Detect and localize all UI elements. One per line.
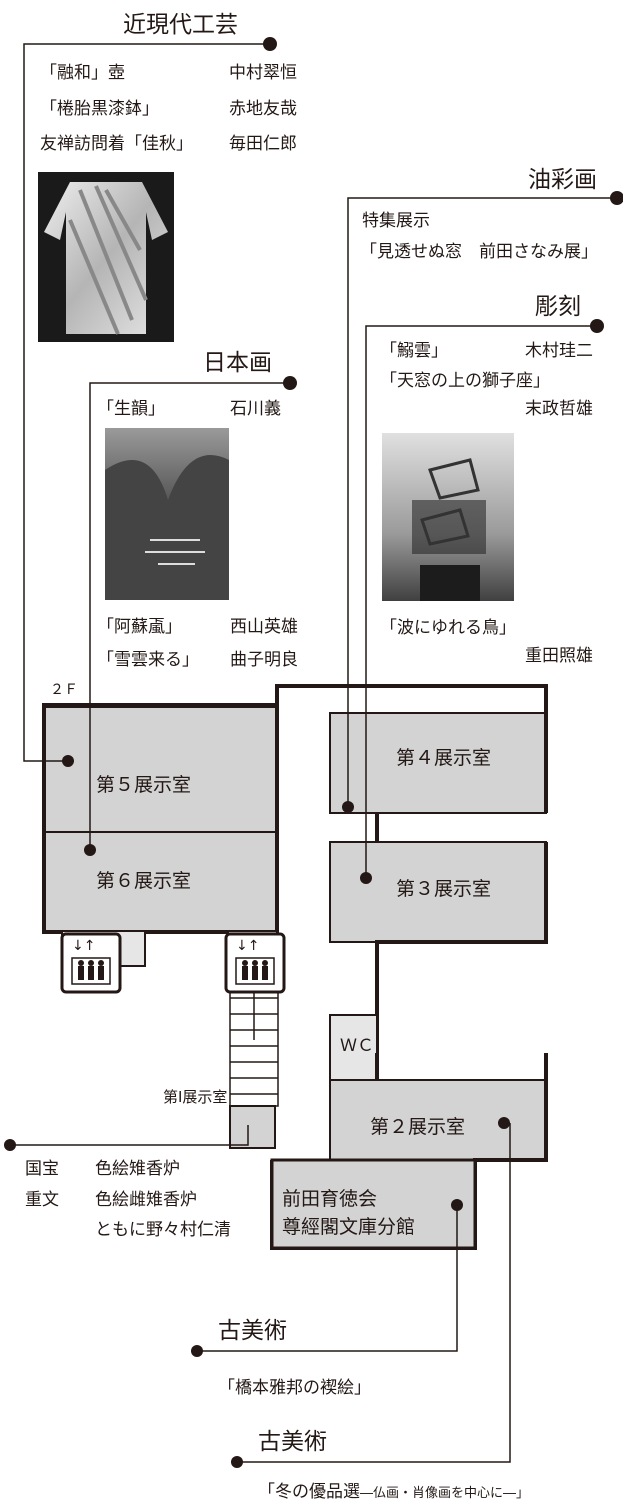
sculpture-item-artist: 木村珪二 <box>525 341 593 361</box>
elevator-icon: ↓↑ <box>60 932 122 994</box>
modern-crafts-item-title: 「棬胎黒漆鉢」 <box>40 99 159 119</box>
sculpture-item-title: 「波にゆれる鳥」 <box>380 618 516 638</box>
leader-modern-crafts <box>23 43 270 762</box>
oil-painting-heading: 油彩画 <box>528 167 597 193</box>
classical-b-heading: 古美術 <box>258 1429 327 1455</box>
leader-room1 <box>10 1125 249 1146</box>
room-6-block <box>43 831 277 933</box>
classical-a-heading: 古美術 <box>218 1318 287 1344</box>
classical-b-title-sub: ―仏画・肖像画を中心に―」 <box>360 1486 530 1501</box>
modern-crafts-item-artist: 中村翠恒 <box>229 63 297 83</box>
nihonga-image <box>105 428 229 600</box>
sculpture-heading: 彫刻 <box>535 294 581 320</box>
sculpture-item-title: 「鰯雲」 <box>380 341 448 361</box>
nihonga-item-title: 「阿蘇颪」 <box>97 617 182 637</box>
room-6-label: 第６展示室 <box>96 870 192 892</box>
room-2-label: 第２展示室 <box>370 1116 466 1138</box>
room-5-label: 第５展示室 <box>96 774 192 796</box>
svg-text:↓↑: ↓↑ <box>236 938 259 954</box>
classical-b-title: 「冬の優品選―仏画・肖像画を中心に―」 <box>258 1484 529 1501</box>
nihonga-heading: 日本画 <box>203 350 272 376</box>
sculpture-item-title: 「天窓の上の獅子座」 <box>380 371 550 391</box>
nihonga-item-artist: 西山英雄 <box>230 617 298 637</box>
room-4-label: 第４展示室 <box>396 747 492 769</box>
nihonga-item-title: 「雪雲来る」 <box>97 650 199 670</box>
room1-item-title: 色絵雌雉香炉 <box>95 1190 197 1210</box>
sculpture-item-artist: 重田照雄 <box>525 646 593 666</box>
sculpture-item-artist: 末政哲雄 <box>525 399 593 419</box>
room-1-label: 第Ⅰ展示室 <box>163 1088 228 1106</box>
nihonga-item-artist: 曲子明良 <box>230 650 298 670</box>
modern-crafts-item-artist: 赤地友哉 <box>229 99 297 119</box>
svg-text:↓↑: ↓↑ <box>72 938 95 954</box>
room1-item-label: 国宝 <box>25 1159 59 1179</box>
room1-item-label: 重文 <box>25 1190 59 1210</box>
oil-painting-label: 特集展示 <box>362 211 430 231</box>
room-1-block <box>229 1105 276 1149</box>
floor-label: ２Ｆ <box>50 682 78 698</box>
annex-label-line1: 前田育徳会 <box>282 1188 378 1210</box>
leader-sculpture <box>365 325 597 878</box>
sculpture-image <box>382 433 514 601</box>
room1-item-note: ともに野々村仁清 <box>95 1220 231 1240</box>
classical-b-title-main: 「冬の優品選 <box>258 1482 360 1502</box>
nihonga-item-artist: 石川義 <box>230 399 281 419</box>
room-5-block <box>43 706 277 833</box>
oil-painting-title: 「見透せぬ窓 前田さなみ展」 <box>360 242 598 262</box>
elevator-icon: ↓↑ <box>224 932 286 994</box>
leader-oil-painting <box>347 197 617 807</box>
leader-nihonga <box>89 382 290 850</box>
modern-crafts-item-artist: 毎田仁郎 <box>229 134 297 154</box>
kimono-image <box>38 172 174 342</box>
leader-classical-b <box>237 1123 511 1463</box>
room1-item-title: 色絵雉香炉 <box>95 1159 180 1179</box>
modern-crafts-item-title: 「融和」壺 <box>40 63 125 83</box>
classical-a-title: 「橋本雅邦の褉絵」 <box>218 1378 371 1398</box>
wc-block <box>329 1014 378 1081</box>
nihonga-item-title: 「生韻」 <box>97 399 165 419</box>
modern-crafts-heading: 近現代工芸 <box>123 12 238 38</box>
wc-label: ＷＣ <box>340 1036 374 1056</box>
room-3-label: 第３展示室 <box>396 878 492 900</box>
annex-label-line2: 尊經閣文庫分館 <box>282 1216 416 1238</box>
leader-classical-a <box>197 1205 458 1352</box>
annex-block <box>270 1158 477 1250</box>
modern-crafts-item-title: 友禅訪問着「佳秋」 <box>40 134 193 154</box>
